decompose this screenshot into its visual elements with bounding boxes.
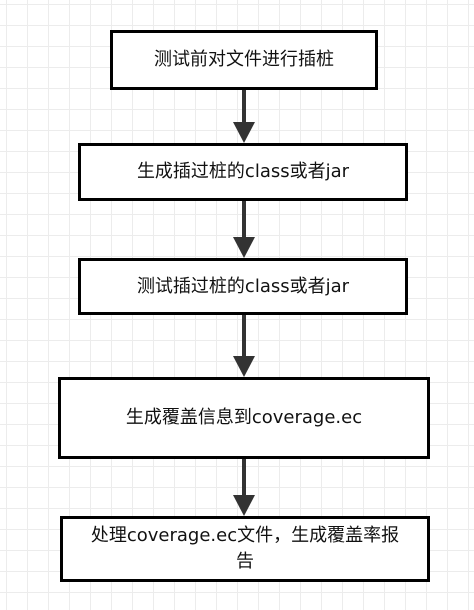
arrowhead-step1-to-step2 [233,122,255,143]
flow-step-2: 生成插过桩的class或者jar [78,143,408,201]
arrowhead-step2-to-step3 [233,237,255,258]
flow-step-1: 测试前对文件进行插桩 [110,30,378,90]
flow-step-5: 处理coverage.ec文件，生成覆盖率报告 [60,516,430,582]
arrowhead-step3-to-step4 [233,356,255,377]
flow-step-4: 生成覆盖信息到coverage.ec [58,377,430,459]
arrowhead-step4-to-step5 [233,495,255,516]
flow-step-3: 测试插过桩的class或者jar [78,258,408,315]
